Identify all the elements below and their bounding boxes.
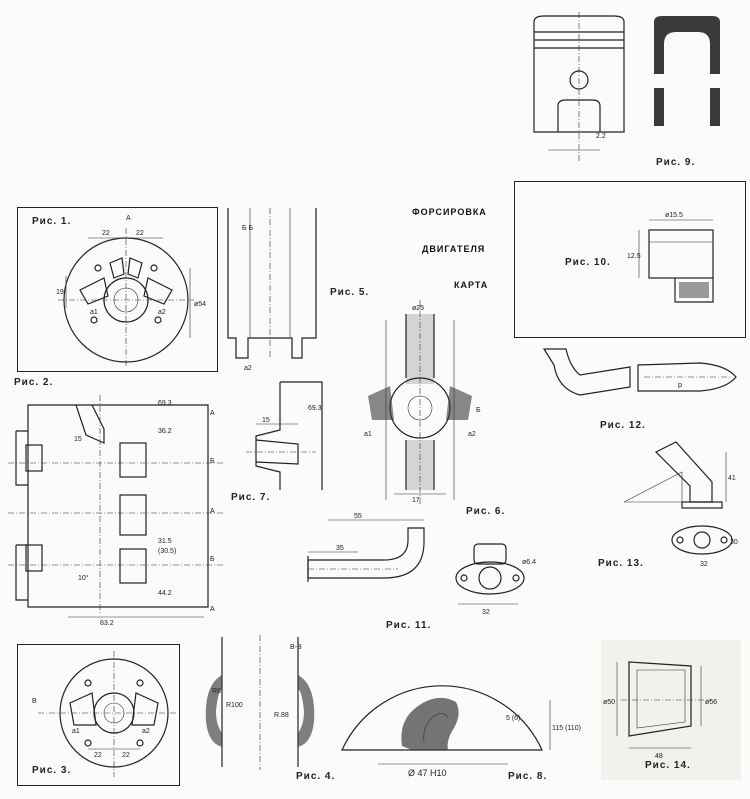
fig14-dim-50: ø50: [603, 699, 615, 706]
fig13-dim-41: 41: [728, 475, 736, 482]
fig4-section-vv: В-В: [290, 644, 302, 651]
fig2-dim-44-2: 44.2: [158, 590, 172, 597]
fig5-a2: a2: [244, 365, 252, 372]
fig2-dim-31-5: 31.5: [158, 538, 172, 545]
fig11-dim-55: 55: [354, 513, 362, 520]
fig2-dim-83-2: 83.2: [100, 620, 114, 627]
fig1-dim-22a: 22: [102, 230, 110, 237]
fig2-mark-b1: Б: [210, 458, 215, 465]
fig4-r88: R.88: [274, 712, 289, 719]
figure-6-caption: Рис. 6.: [466, 506, 506, 517]
figure-9-piston-section: [650, 14, 724, 130]
fig11-dim-32: 32: [482, 609, 490, 616]
figure-10-caption: Рис. 10.: [565, 257, 611, 268]
figure-1-frame: 22 22 19 ø54 A a1 a2 Рис. 1.: [17, 207, 218, 372]
fig6-dim-17: 17: [412, 497, 420, 504]
figure-6-drawing: ø25 17 a1 a2 Б: [350, 300, 495, 505]
fig3-a2: a2: [142, 728, 150, 735]
figure-13-caption: Рис. 13.: [598, 558, 644, 569]
figure-3-frame: 22 22 В a1 a2 Рис. 3.: [17, 644, 180, 786]
fig2-dim-69-3: 69.3: [158, 400, 172, 407]
fig3-a1: a1: [72, 728, 80, 735]
fig14-dim-48: 48: [655, 753, 663, 760]
fig2-mark-a1: A: [210, 410, 215, 417]
figure-13-drawing: 41 30 32: [622, 432, 740, 568]
fig10-dim-12-5: 12.5: [627, 253, 641, 260]
fig13-dim-32: 32: [700, 561, 708, 568]
figure-14-caption: Рис. 14.: [645, 760, 691, 771]
fig2-mark-b2: Б: [210, 556, 215, 563]
article-title-line2: ДВИГАТЕЛЯ: [422, 244, 486, 254]
figure-12-drawing: р: [540, 345, 740, 405]
figure-5-caption: Рис. 5.: [330, 287, 370, 298]
fig1-dim-54: ø54: [194, 301, 206, 308]
figure-8-drawing: Ø 47 H10 115 (110) 5 (6): [338, 630, 581, 780]
figure-2-drawing: 69.3 36.2 31.5 (30.5) 44.2 83.2 10° 15 A…: [8, 395, 224, 627]
figure-7-caption: Рис. 7.: [231, 492, 271, 503]
figure-7-drawing: 15 69.3: [236, 380, 332, 490]
figure-12-caption: Рис. 12.: [600, 420, 646, 431]
figure-10-frame: ø15.5 12.5 Рис. 10.: [514, 181, 746, 338]
article-title-line3: КАРТА: [454, 280, 489, 290]
fig9-dim-2-2: 2.2: [596, 133, 606, 140]
figure-4-caption: Рис. 4.: [296, 771, 336, 782]
fig4-r8: R8: [212, 688, 221, 695]
figure-1-caption: Рис. 1.: [32, 216, 72, 227]
article-title-line1: ФОРСИРОВКА: [412, 207, 487, 217]
fig1-a1: a1: [90, 309, 98, 316]
figure-11-caption: Рис. 11.: [386, 620, 432, 631]
figure-9-caption: Рис. 9.: [656, 157, 696, 168]
fig5-section-bb: Б Б: [242, 225, 254, 232]
fig6-mark-b: Б: [476, 407, 481, 414]
fig2-mark-a3: A: [210, 606, 215, 613]
figure-8-caption: Рис. 8.: [508, 771, 548, 782]
fig2-dim-10deg: 10°: [78, 574, 89, 582]
fig11-dim-6-4: ø6.4: [522, 559, 536, 566]
fig2-dim-15: 15: [74, 436, 82, 443]
fig3-section-v: В: [32, 698, 37, 705]
fig10-dim-15-5: ø15.5: [665, 212, 683, 219]
fig6-a2: a2: [468, 431, 476, 438]
fig1-dim-19: 19: [56, 289, 64, 296]
fig1-a2: a2: [158, 309, 166, 316]
fig8-dim-5-6: 5 (6): [506, 715, 520, 722]
figure-2-caption: Рис. 2.: [14, 377, 54, 388]
fig3-dim-22b: 22: [122, 752, 130, 759]
fig8-dim-47: Ø 47 H10: [408, 768, 447, 778]
fig3-dim-22a: 22: [94, 752, 102, 759]
fig2-mark-a2: A: [210, 508, 215, 515]
fig1-dim-22b: 22: [136, 230, 144, 237]
figure-14-frame: ø50 ø56 48 Рис. 14.: [601, 640, 741, 780]
fig2-dim-36-2: 36.2: [158, 428, 172, 435]
figure-5-drawing: Б Б a2: [220, 208, 320, 373]
figure-11-drawing: 55 35 32 ø6.4: [298, 512, 548, 620]
figure-9-piston-side: 2.2: [520, 12, 638, 162]
fig6-a1: a1: [364, 431, 372, 438]
fig7-dim-69-3: 69.3: [308, 405, 322, 412]
fig14-dim-56: ø56: [705, 699, 717, 706]
figure-3-caption: Рис. 3.: [32, 765, 72, 776]
fig11-dim-35: 35: [336, 545, 344, 552]
fig8-dim-115: 115 (110): [552, 725, 581, 732]
fig13-dim-30: 30: [730, 539, 738, 546]
fig12-label-p: р: [678, 382, 682, 389]
fig7-dim-15: 15: [262, 417, 270, 424]
fig4-r100: R100: [226, 702, 243, 709]
fig2-dim-30-5: (30.5): [158, 548, 176, 555]
fig6-dim-25: ø25: [412, 305, 424, 312]
fig1-section-a: A: [126, 215, 131, 222]
figure-1-drawing: 22 22 19 ø54 A a1 a2: [56, 215, 206, 368]
figure-4-drawing: В-В R100 R.88 R8: [200, 635, 320, 770]
